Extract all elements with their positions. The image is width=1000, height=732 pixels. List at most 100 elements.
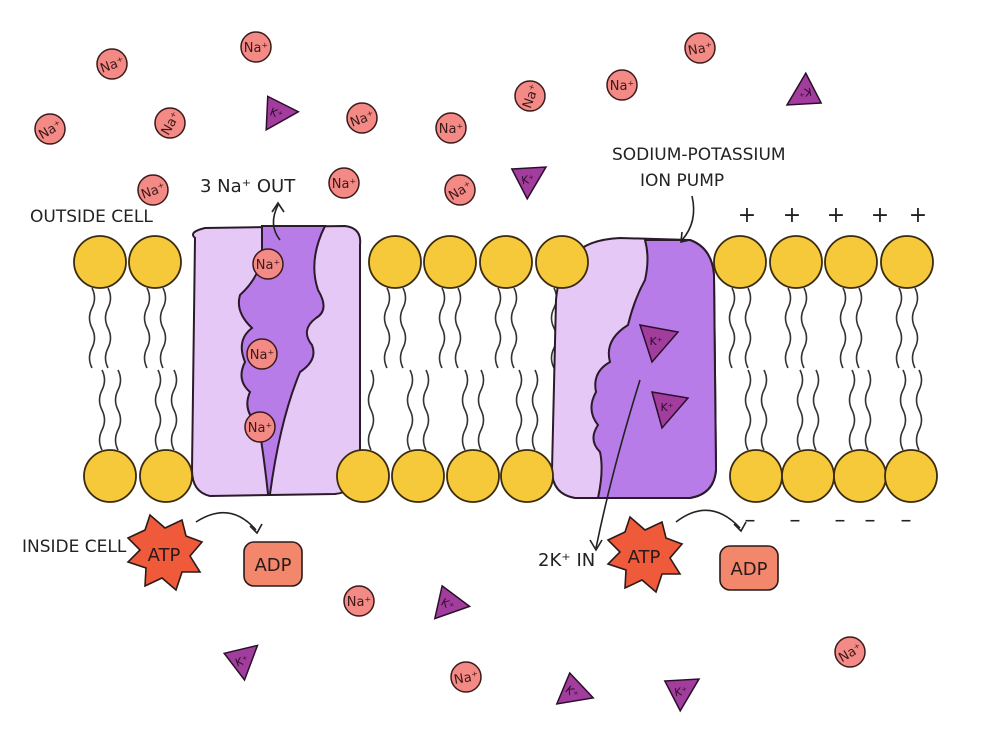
svg-text:Na⁺: Na⁺ — [453, 669, 480, 688]
k-ion: K⁺ — [433, 584, 472, 620]
k-in-label: 2K⁺ IN — [538, 550, 595, 571]
svg-text:Na⁺: Na⁺ — [256, 258, 281, 273]
atp-burst-left: ATP — [126, 513, 204, 592]
svg-text:K⁺: K⁺ — [660, 401, 673, 414]
lipid-tail — [812, 369, 820, 451]
lipid-tail — [438, 287, 446, 369]
k-ion: K⁺ — [222, 644, 259, 682]
lipid-tail — [98, 369, 106, 451]
lipid-tail — [531, 369, 539, 451]
lipid-tail — [494, 287, 502, 369]
lipid-tail — [477, 369, 485, 451]
k-ion: K⁺ — [663, 678, 701, 713]
atp-burst-right: ATP — [606, 515, 684, 594]
lipid-head — [446, 449, 500, 503]
na-ion-in-pump: Na⁺ — [244, 411, 276, 443]
k-ion: K⁺ — [785, 71, 823, 106]
na-ion: Na⁺ — [240, 31, 272, 63]
lipid-head — [535, 235, 589, 289]
lipid-head — [769, 235, 823, 289]
lipid-tail — [422, 369, 430, 451]
svg-text:Na⁺: Na⁺ — [250, 348, 275, 363]
lipid-tail — [899, 369, 907, 451]
na-ion: Na⁺ — [154, 107, 186, 139]
outside-cell-label: OUTSIDE CELL — [30, 207, 153, 227]
lipid-head — [500, 449, 554, 503]
lipid-tail — [760, 369, 768, 451]
lipid-tail — [784, 287, 792, 369]
pump-protein-right — [550, 236, 718, 499]
lipid-head — [336, 449, 390, 503]
plus-sign: + — [738, 203, 756, 228]
lipid-head — [884, 449, 938, 503]
lipid-head — [713, 235, 767, 289]
lipid-head — [391, 449, 445, 503]
svg-text:ADP: ADP — [254, 555, 291, 576]
lipid-head — [128, 235, 182, 289]
na-ion-in-pump: Na⁺ — [246, 338, 278, 370]
atp-adp-arrowhead-right — [733, 521, 747, 533]
pump-label-arrowhead — [680, 231, 691, 244]
svg-text:Na⁺: Na⁺ — [439, 122, 464, 137]
k-ion-in-pump: K⁺ — [650, 391, 690, 430]
lipid-tail — [454, 287, 462, 369]
plus-sign: + — [909, 203, 927, 228]
svg-text:Na⁺: Na⁺ — [248, 421, 273, 436]
lipid-tail — [406, 369, 414, 451]
na-ion: Na⁺ — [444, 174, 476, 206]
na-ion: Na⁺ — [343, 585, 375, 617]
na-ion-in-pump: Na⁺ — [252, 248, 284, 280]
k-ion-in-pump: K⁺ — [638, 324, 680, 364]
free-k-ions: K⁺ K⁺ K⁺ K⁺ K⁺ K⁺ K⁺ — [222, 71, 823, 713]
na-ion: Na⁺ — [606, 69, 638, 101]
lipid-tail — [864, 369, 872, 451]
atp-adp-arrowhead-left — [249, 523, 263, 535]
minus-sign: – — [790, 508, 801, 533]
na-ion: Na⁺ — [137, 174, 169, 206]
svg-text:Na⁺: Na⁺ — [687, 40, 714, 59]
na-ion: Na⁺ — [328, 167, 360, 199]
pump-label-line2: ION PUMP — [640, 171, 724, 191]
pump-label-arrow — [681, 195, 695, 241]
lipid-tail — [170, 369, 178, 451]
svg-text:K⁺: K⁺ — [673, 684, 688, 699]
minus-sign: – — [835, 508, 846, 533]
lipid-tail — [848, 369, 856, 451]
lipid-tail — [159, 287, 167, 369]
na-ion: Na⁺ — [684, 32, 716, 64]
na-ion: Na⁺ — [346, 102, 378, 134]
lipid-tail — [510, 287, 518, 369]
na-ion: Na⁺ — [514, 80, 546, 112]
na-ion: Na⁺ — [435, 112, 467, 144]
k-in-arrowhead — [589, 539, 603, 552]
svg-text:Na⁺: Na⁺ — [244, 41, 269, 56]
atp-adp-arrow-right — [675, 509, 741, 529]
lipid-tail — [154, 369, 162, 451]
lipid-head — [83, 449, 137, 503]
lipid-head — [423, 235, 477, 289]
plus-sign: + — [827, 203, 845, 228]
svg-text:K⁺: K⁺ — [797, 85, 812, 100]
k-in-arrow — [595, 379, 641, 549]
lipid-head — [729, 449, 783, 503]
k-ion: K⁺ — [555, 671, 595, 705]
arrows — [195, 195, 747, 552]
lipid-tail — [744, 287, 752, 369]
svg-text:ADP: ADP — [730, 559, 767, 580]
lipid-head — [368, 235, 422, 289]
lipid-tail — [744, 369, 752, 451]
lipid-head — [833, 449, 887, 503]
pump-label-line1: SODIUM-POTASSIUM — [612, 145, 786, 165]
lipid-head — [479, 235, 533, 289]
lipid-heads — [73, 235, 938, 503]
positive-charges: +++++ — [738, 203, 927, 228]
lipid-tail — [367, 369, 375, 451]
lipid-tail — [383, 287, 391, 369]
lipid-tail — [796, 369, 804, 451]
lipid-tail — [855, 287, 863, 369]
lipid-head — [73, 235, 127, 289]
minus-sign: – — [901, 508, 912, 533]
lipid-tail — [515, 369, 523, 451]
free-na-ions: Na⁺ Na⁺ Na⁺ Na⁺ Na⁺ Na⁺ Na⁺ Na⁺ Na⁺ Na⁺ Na⁺ Na⁺ Na⁺ N… — [34, 31, 866, 693]
